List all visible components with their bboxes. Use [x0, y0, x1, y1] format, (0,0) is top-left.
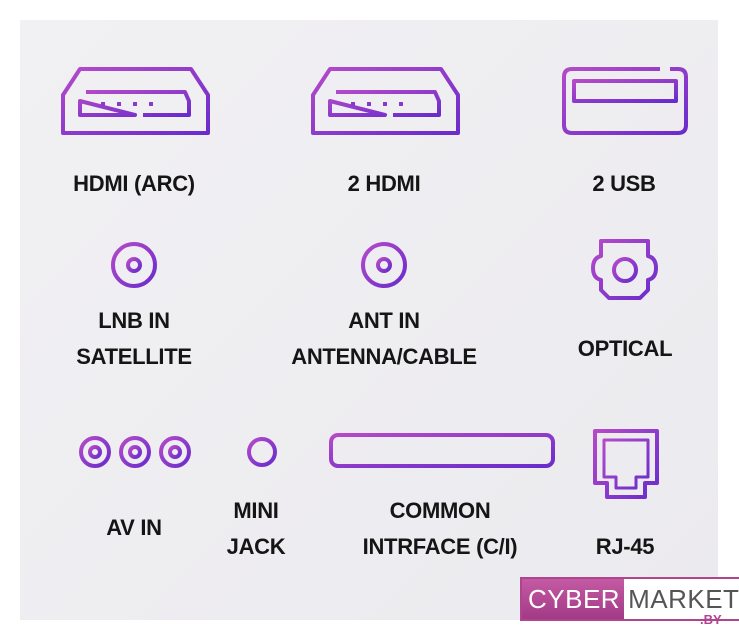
logo-market: MARKET [628, 584, 739, 614]
logo-cyber: CYBER [522, 579, 625, 619]
lnb-coax-icon [111, 242, 157, 288]
optical-icon [591, 239, 658, 300]
ant-coax-icon [361, 242, 407, 288]
logo-domain: .BY [700, 612, 722, 627]
rj45-icon [593, 429, 659, 499]
hdmi-arc-icon [61, 67, 210, 135]
label-ant-in: ANT IN [348, 308, 420, 333]
label-mini: MINI [233, 498, 279, 523]
label-hdmi: 2 HDMI [347, 171, 421, 196]
label-av-in: AV IN [106, 515, 162, 540]
label-common: COMMON [389, 498, 491, 523]
label-hdmi-arc: HDMI (ARC) [73, 171, 195, 196]
label-optical: OPTICAL [577, 336, 673, 361]
mini-jack-icon [247, 437, 277, 467]
hdmi-icon [311, 67, 460, 135]
common-interface-icon [329, 433, 555, 468]
cybermarket-logo: CYBER MARKET [520, 577, 739, 621]
av-in-icon [79, 436, 191, 468]
background-panel [20, 20, 718, 620]
label-interface: INTRFACE (C/I) [362, 534, 518, 559]
label-rj45: RJ-45 [595, 534, 655, 559]
usb-icon [562, 67, 688, 135]
label-antenna-cable: ANTENNA/CABLE [291, 344, 477, 369]
label-jack: JACK [226, 534, 286, 559]
label-lnb-in: LNB IN [98, 308, 170, 333]
label-satellite: SATELLITE [76, 344, 192, 369]
label-usb: 2 USB [592, 171, 656, 196]
